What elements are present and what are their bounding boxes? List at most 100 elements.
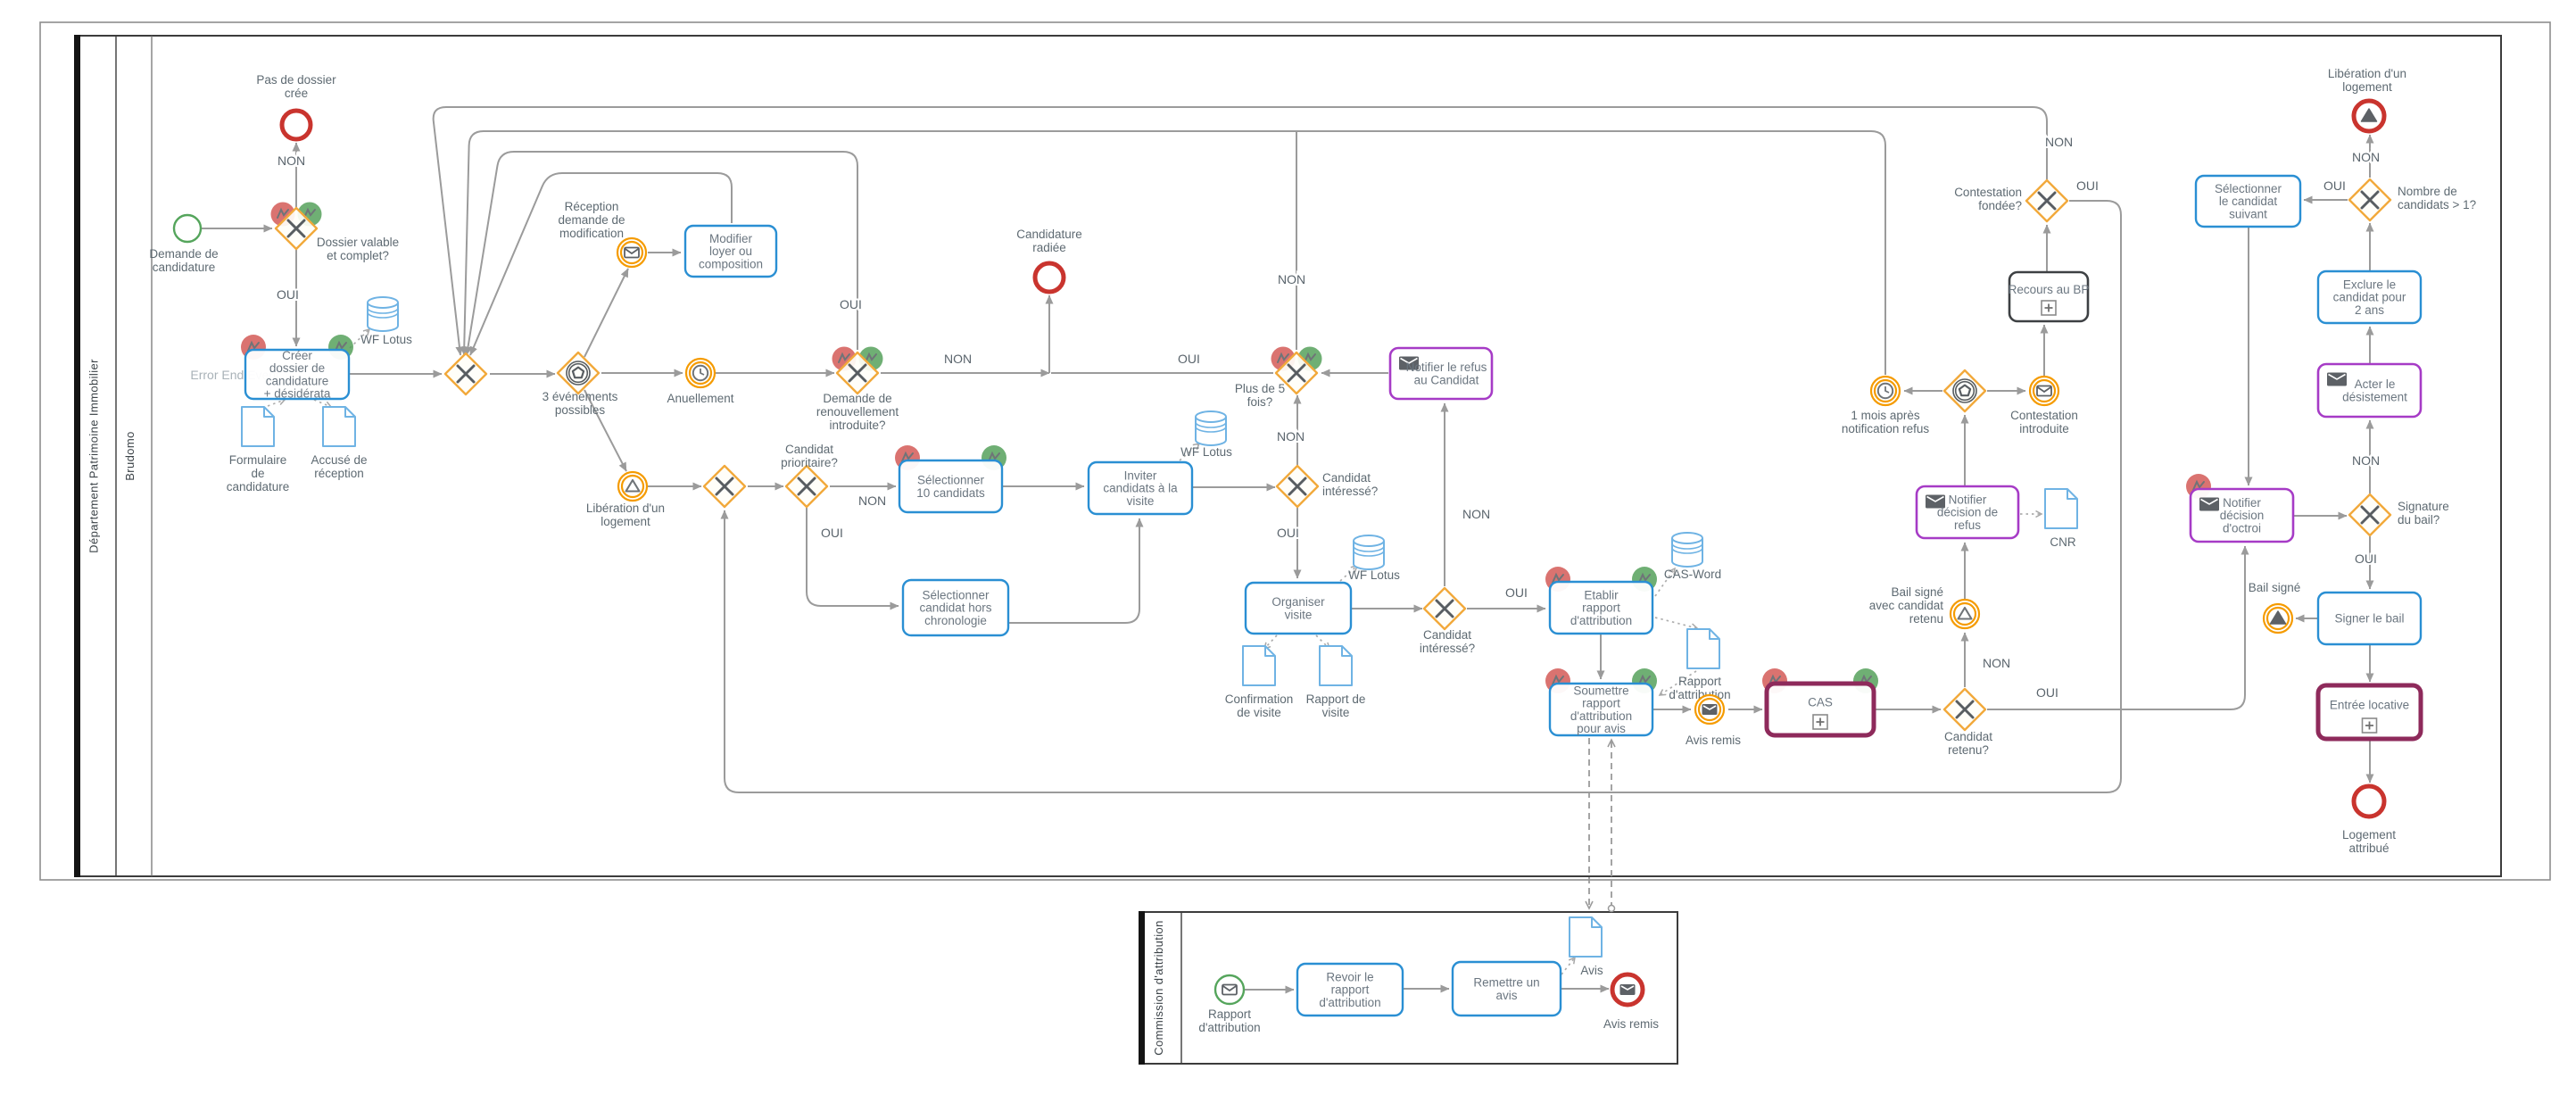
db-cas-word[interactable]: CAS-Word: [1664, 532, 1721, 581]
event-bail-signe[interactable]: Bail signé: [2249, 581, 2301, 634]
gw-merge-2[interactable]: [702, 464, 747, 509]
end-avis-remis[interactable]: Avis remis: [1603, 972, 1659, 1031]
task-etablir-rapport-box[interactable]: [1548, 580, 1654, 635]
document-icon[interactable]: [1242, 645, 1276, 686]
task-remettre-avis-box[interactable]: [1451, 960, 1562, 1017]
sub-recours-bp[interactable]: Recours au BP: [2008, 270, 2090, 323]
end-candidature-radiee-circle[interactable]: [1032, 261, 1066, 294]
db-wf-lotus-2[interactable]: WF Lotus: [1180, 410, 1232, 459]
gw-event-attente-diamond[interactable]: [1942, 369, 1987, 413]
document-icon[interactable]: [1686, 628, 1720, 669]
sub-entree-locative-box[interactable]: [2315, 683, 2423, 742]
exclusive-x-icon: [1435, 599, 1454, 618]
task-creer-dossier-box[interactable]: [244, 348, 351, 401]
event-anuellement[interactable]: Anuellement: [667, 357, 734, 405]
start-demande-candidature-circle[interactable]: [172, 213, 203, 244]
gw-merge-central[interactable]: [443, 352, 488, 396]
document-icon[interactable]: [1569, 916, 1603, 958]
task-signer-bail-box[interactable]: [2316, 591, 2423, 646]
flow-condition-label: NON: [858, 493, 886, 508]
task-modifier-loyer-box[interactable]: [683, 224, 778, 278]
task-inviter-candidats-box[interactable]: [1087, 460, 1194, 516]
task-soumettre-rapport-box[interactable]: [1548, 682, 1654, 737]
database-icon[interactable]: [1195, 417, 1227, 446]
document-icon[interactable]: [322, 406, 356, 447]
db-wf-lotus-1[interactable]: WF Lotus: [360, 296, 412, 346]
gw-event-attente[interactable]: [1942, 369, 1987, 413]
task-organiser-visite-box[interactable]: [1244, 581, 1353, 635]
document-icon[interactable]: [2044, 488, 2078, 529]
end-pas-de-dossier-circle[interactable]: [279, 108, 313, 142]
flow-condition-label: NON: [1277, 429, 1305, 444]
db-wf-lotus-3[interactable]: WF Lotus: [1348, 535, 1400, 582]
task-signer-bail[interactable]: Signer le bail: [2316, 591, 2423, 646]
database-icon[interactable]: [1353, 541, 1385, 570]
doc-avis[interactable]: Avis: [1569, 916, 1603, 977]
data-association: [1561, 958, 1575, 975]
database-icon[interactable]: [1671, 538, 1703, 568]
sub-cas-box[interactable]: [1764, 681, 1876, 738]
task-selectionner-suivant-box[interactable]: [2194, 174, 2302, 228]
sub-cas[interactable]: CAS: [1762, 668, 1878, 738]
database-icon[interactable]: [367, 303, 399, 332]
sub-entree-locative[interactable]: Entrée locative: [2315, 683, 2423, 742]
event-avis-remis-main[interactable]: Avis remis: [1686, 693, 1741, 747]
doc-cnr[interactable]: CNR: [2044, 488, 2078, 549]
document-icon[interactable]: [1319, 645, 1353, 686]
document-icon[interactable]: [241, 406, 275, 447]
task-selectionner-hors-chrono-box[interactable]: [901, 578, 1010, 637]
task-selectionner-10-box[interactable]: [898, 459, 1004, 514]
end-logement-attribue-circle[interactable]: [2351, 784, 2387, 819]
gw-3-evenements-diamond[interactable]: [556, 351, 601, 395]
sub-recours-bp-box[interactable]: [2008, 270, 2090, 323]
task-exclure-candidat-box[interactable]: [2316, 269, 2423, 325]
task-revoir-rapport-box[interactable]: [1296, 962, 1404, 1017]
